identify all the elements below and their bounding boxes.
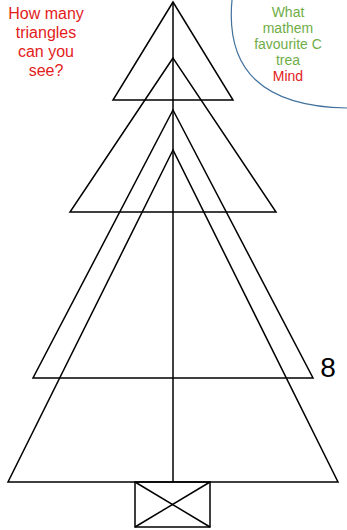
tree-trunk-line xyxy=(172,2,174,482)
partial-number: 8 xyxy=(316,352,340,384)
bubble-line: Mind xyxy=(248,68,328,84)
bubble-text: What mathem favourite C treaMind xyxy=(228,0,328,84)
pot-cross xyxy=(135,482,210,527)
tree-pot xyxy=(135,482,210,527)
pot-cross xyxy=(135,482,210,527)
bubble-curve xyxy=(231,0,347,108)
speech-bubble: What mathem favourite C treaMind xyxy=(228,0,347,110)
bubble-line: What mathem favourite C trea xyxy=(248,4,328,68)
question-text: How many triangles can you see? xyxy=(2,4,90,80)
